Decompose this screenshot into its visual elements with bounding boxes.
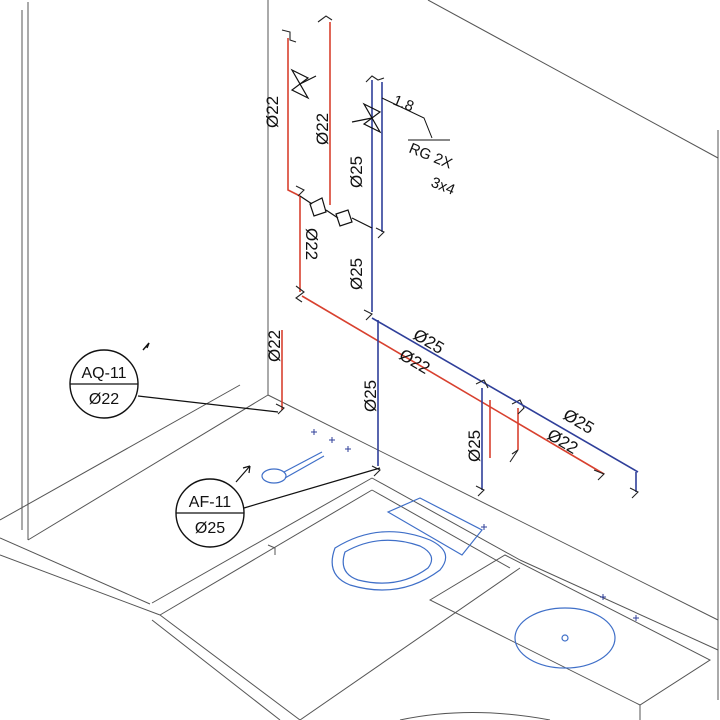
callout-diameter: Ø25 bbox=[195, 520, 225, 537]
outlet-marker bbox=[481, 524, 487, 530]
room-front-right bbox=[299, 567, 521, 720]
callout-diameter: Ø22 bbox=[89, 391, 119, 408]
hot-pipe-diameter-label: Ø22 bbox=[302, 228, 321, 260]
callout-tag: AF-11 bbox=[189, 494, 231, 511]
pipe-cap bbox=[363, 309, 373, 321]
pipe-cap bbox=[281, 29, 297, 43]
washbasin bbox=[514, 607, 616, 669]
room-partition-front bbox=[159, 489, 373, 616]
floor-drain-pipe-2 bbox=[284, 455, 325, 479]
right-wall-top-edge bbox=[427, 0, 719, 159]
toilet-bowl-outer bbox=[331, 531, 447, 591]
valve-stem bbox=[351, 117, 373, 123]
pipe-cap bbox=[275, 403, 285, 415]
washbasin-drain bbox=[561, 634, 569, 642]
floor-slab-face bbox=[0, 537, 151, 605]
outlet-marker bbox=[329, 437, 335, 443]
valve-stem bbox=[299, 75, 317, 85]
hot-pipe-diameter-label: Ø22 bbox=[313, 113, 332, 145]
bottom-ellipse-hint bbox=[399, 712, 551, 720]
floor-back-edge-right bbox=[267, 394, 719, 621]
pipe-cap bbox=[375, 227, 385, 239]
pipe-cap bbox=[371, 465, 381, 477]
outlet-marker bbox=[345, 446, 351, 452]
hot-pipe-diameter-label: Ø22 bbox=[265, 330, 284, 362]
room-front-edge-2 bbox=[151, 619, 281, 720]
outlet-marker bbox=[311, 429, 317, 435]
valve-note-type: RG 2X bbox=[407, 140, 455, 173]
fixtures bbox=[261, 451, 616, 669]
floor-drain-pipe bbox=[283, 451, 323, 473]
valve-body bbox=[299, 195, 313, 205]
mixer-valve-cold bbox=[325, 209, 373, 229]
pipe-cap bbox=[317, 15, 333, 23]
valve-note-size: 3x4 bbox=[429, 174, 458, 199]
mixer-valve-hot bbox=[299, 195, 327, 217]
pipe-cap bbox=[629, 487, 639, 499]
floor-back-edge-left bbox=[27, 394, 269, 541]
cold-pipe-diameter-label: Ø25 bbox=[361, 380, 380, 412]
hot-water-piping bbox=[281, 22, 605, 475]
hot-pipe-fittings bbox=[275, 15, 605, 481]
cold-horizontal-run bbox=[371, 317, 639, 473]
pipe-cap bbox=[475, 485, 485, 497]
cold-supply-callout: AF-11 Ø25 bbox=[175, 465, 381, 548]
callout-tag: AQ-11 bbox=[81, 365, 126, 382]
cold-pipe-diameter-label: Ø25 bbox=[347, 258, 366, 290]
floor-step bbox=[267, 544, 276, 555]
valves bbox=[290, 68, 382, 229]
toilet-tank bbox=[386, 497, 483, 556]
room-front-edge bbox=[159, 614, 301, 720]
valve-link bbox=[351, 217, 373, 229]
pipe-cap bbox=[509, 449, 519, 463]
callout-arrow bbox=[235, 465, 251, 483]
partition-to-right bbox=[519, 559, 719, 651]
toilet-bowl-inner bbox=[342, 539, 433, 584]
room-partition-front-2 bbox=[151, 477, 373, 604]
valve-body bbox=[309, 197, 327, 217]
shower-partition bbox=[371, 477, 521, 561]
valve-link bbox=[325, 209, 339, 219]
pipe-cap bbox=[475, 379, 489, 389]
pipe-cap bbox=[593, 469, 605, 481]
callout-leader bbox=[137, 395, 279, 413]
floor-slab-front bbox=[0, 554, 161, 616]
pipe-cap bbox=[365, 75, 385, 83]
cold-pipe-diameter-label: Ø25 bbox=[465, 430, 484, 462]
valve-note: 1.8 RG 2X 3x4 bbox=[381, 92, 458, 199]
hot-valve-riser bbox=[290, 68, 317, 100]
hot-riser-main bbox=[287, 38, 301, 197]
floor-drain bbox=[261, 451, 325, 484]
hot-supply-callout: AQ-11 Ø22 bbox=[69, 342, 279, 419]
callout-leader bbox=[243, 467, 381, 509]
hot-pipe-diameter-label: Ø22 bbox=[263, 96, 282, 128]
cold-valve-riser bbox=[351, 102, 382, 134]
toilet bbox=[331, 497, 483, 591]
floor-slab-top bbox=[0, 384, 241, 521]
shower-partition-2 bbox=[371, 489, 511, 569]
outlet-marker bbox=[600, 594, 606, 600]
cold-pipe-fittings bbox=[363, 75, 639, 499]
outlet-marker bbox=[633, 615, 639, 621]
north-arrow-hint bbox=[142, 342, 150, 351]
valve-body bbox=[335, 209, 353, 227]
washbasin-bowl bbox=[514, 607, 616, 669]
hot-horizontal-run bbox=[301, 295, 605, 475]
valve-body bbox=[290, 68, 310, 100]
valve-note-leader bbox=[381, 97, 450, 141]
pipe-cap bbox=[295, 185, 305, 197]
valve-note-height: 1.8 bbox=[391, 92, 417, 116]
counter-top bbox=[428, 554, 712, 706]
valve-body bbox=[362, 102, 382, 134]
floor-drain-grate bbox=[261, 468, 287, 484]
outlet-markers bbox=[311, 429, 639, 621]
cold-pipe-diameter-label: Ø25 bbox=[347, 156, 366, 188]
pipe-cap bbox=[295, 285, 305, 303]
